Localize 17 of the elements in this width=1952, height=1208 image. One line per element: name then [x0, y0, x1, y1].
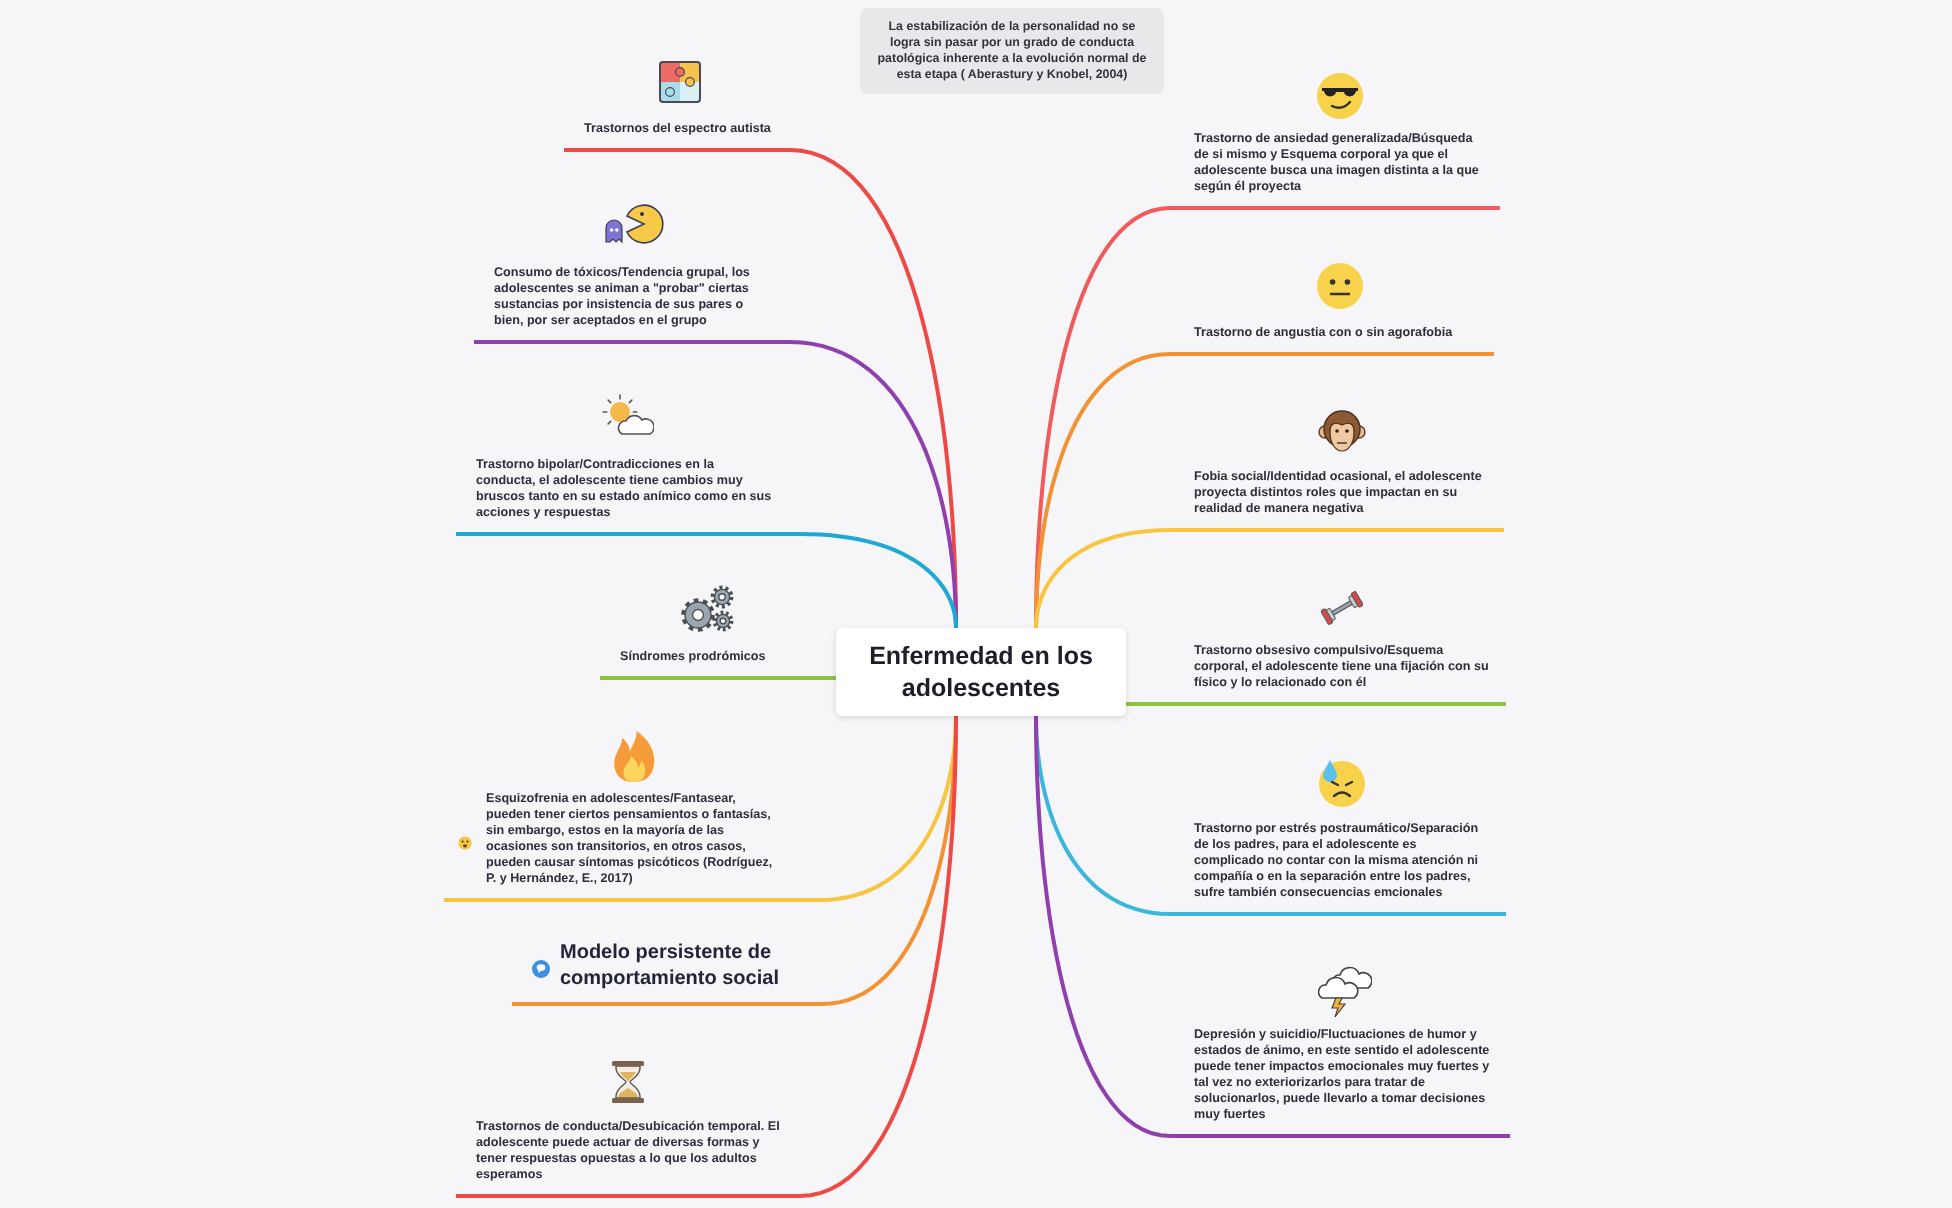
- central-topic-box: [836, 628, 1126, 716]
- underlined-topic: [444, 726, 820, 902]
- underlined-topic: [456, 390, 800, 536]
- branch-line: [1034, 716, 1171, 1138]
- branch-line: [799, 716, 958, 1198]
- branch-line: [810, 676, 836, 680]
- underlined-topic: [600, 580, 810, 680]
- underlined-topic: [1170, 258, 1494, 356]
- underlined-topic: [474, 200, 790, 344]
- underlined-topic: [1170, 68, 1500, 210]
- branch-line: [1034, 528, 1171, 629]
- branch-line: [1126, 702, 1170, 706]
- topic-text: Modelo persistente de comportamiento social: [560, 940, 781, 992]
- branch-line: [799, 532, 958, 629]
- underlined-topic: [564, 56, 790, 152]
- central-topic-text: Enfermedad en los adolescentes: [867, 640, 1095, 704]
- underlined-topic: [456, 1056, 800, 1198]
